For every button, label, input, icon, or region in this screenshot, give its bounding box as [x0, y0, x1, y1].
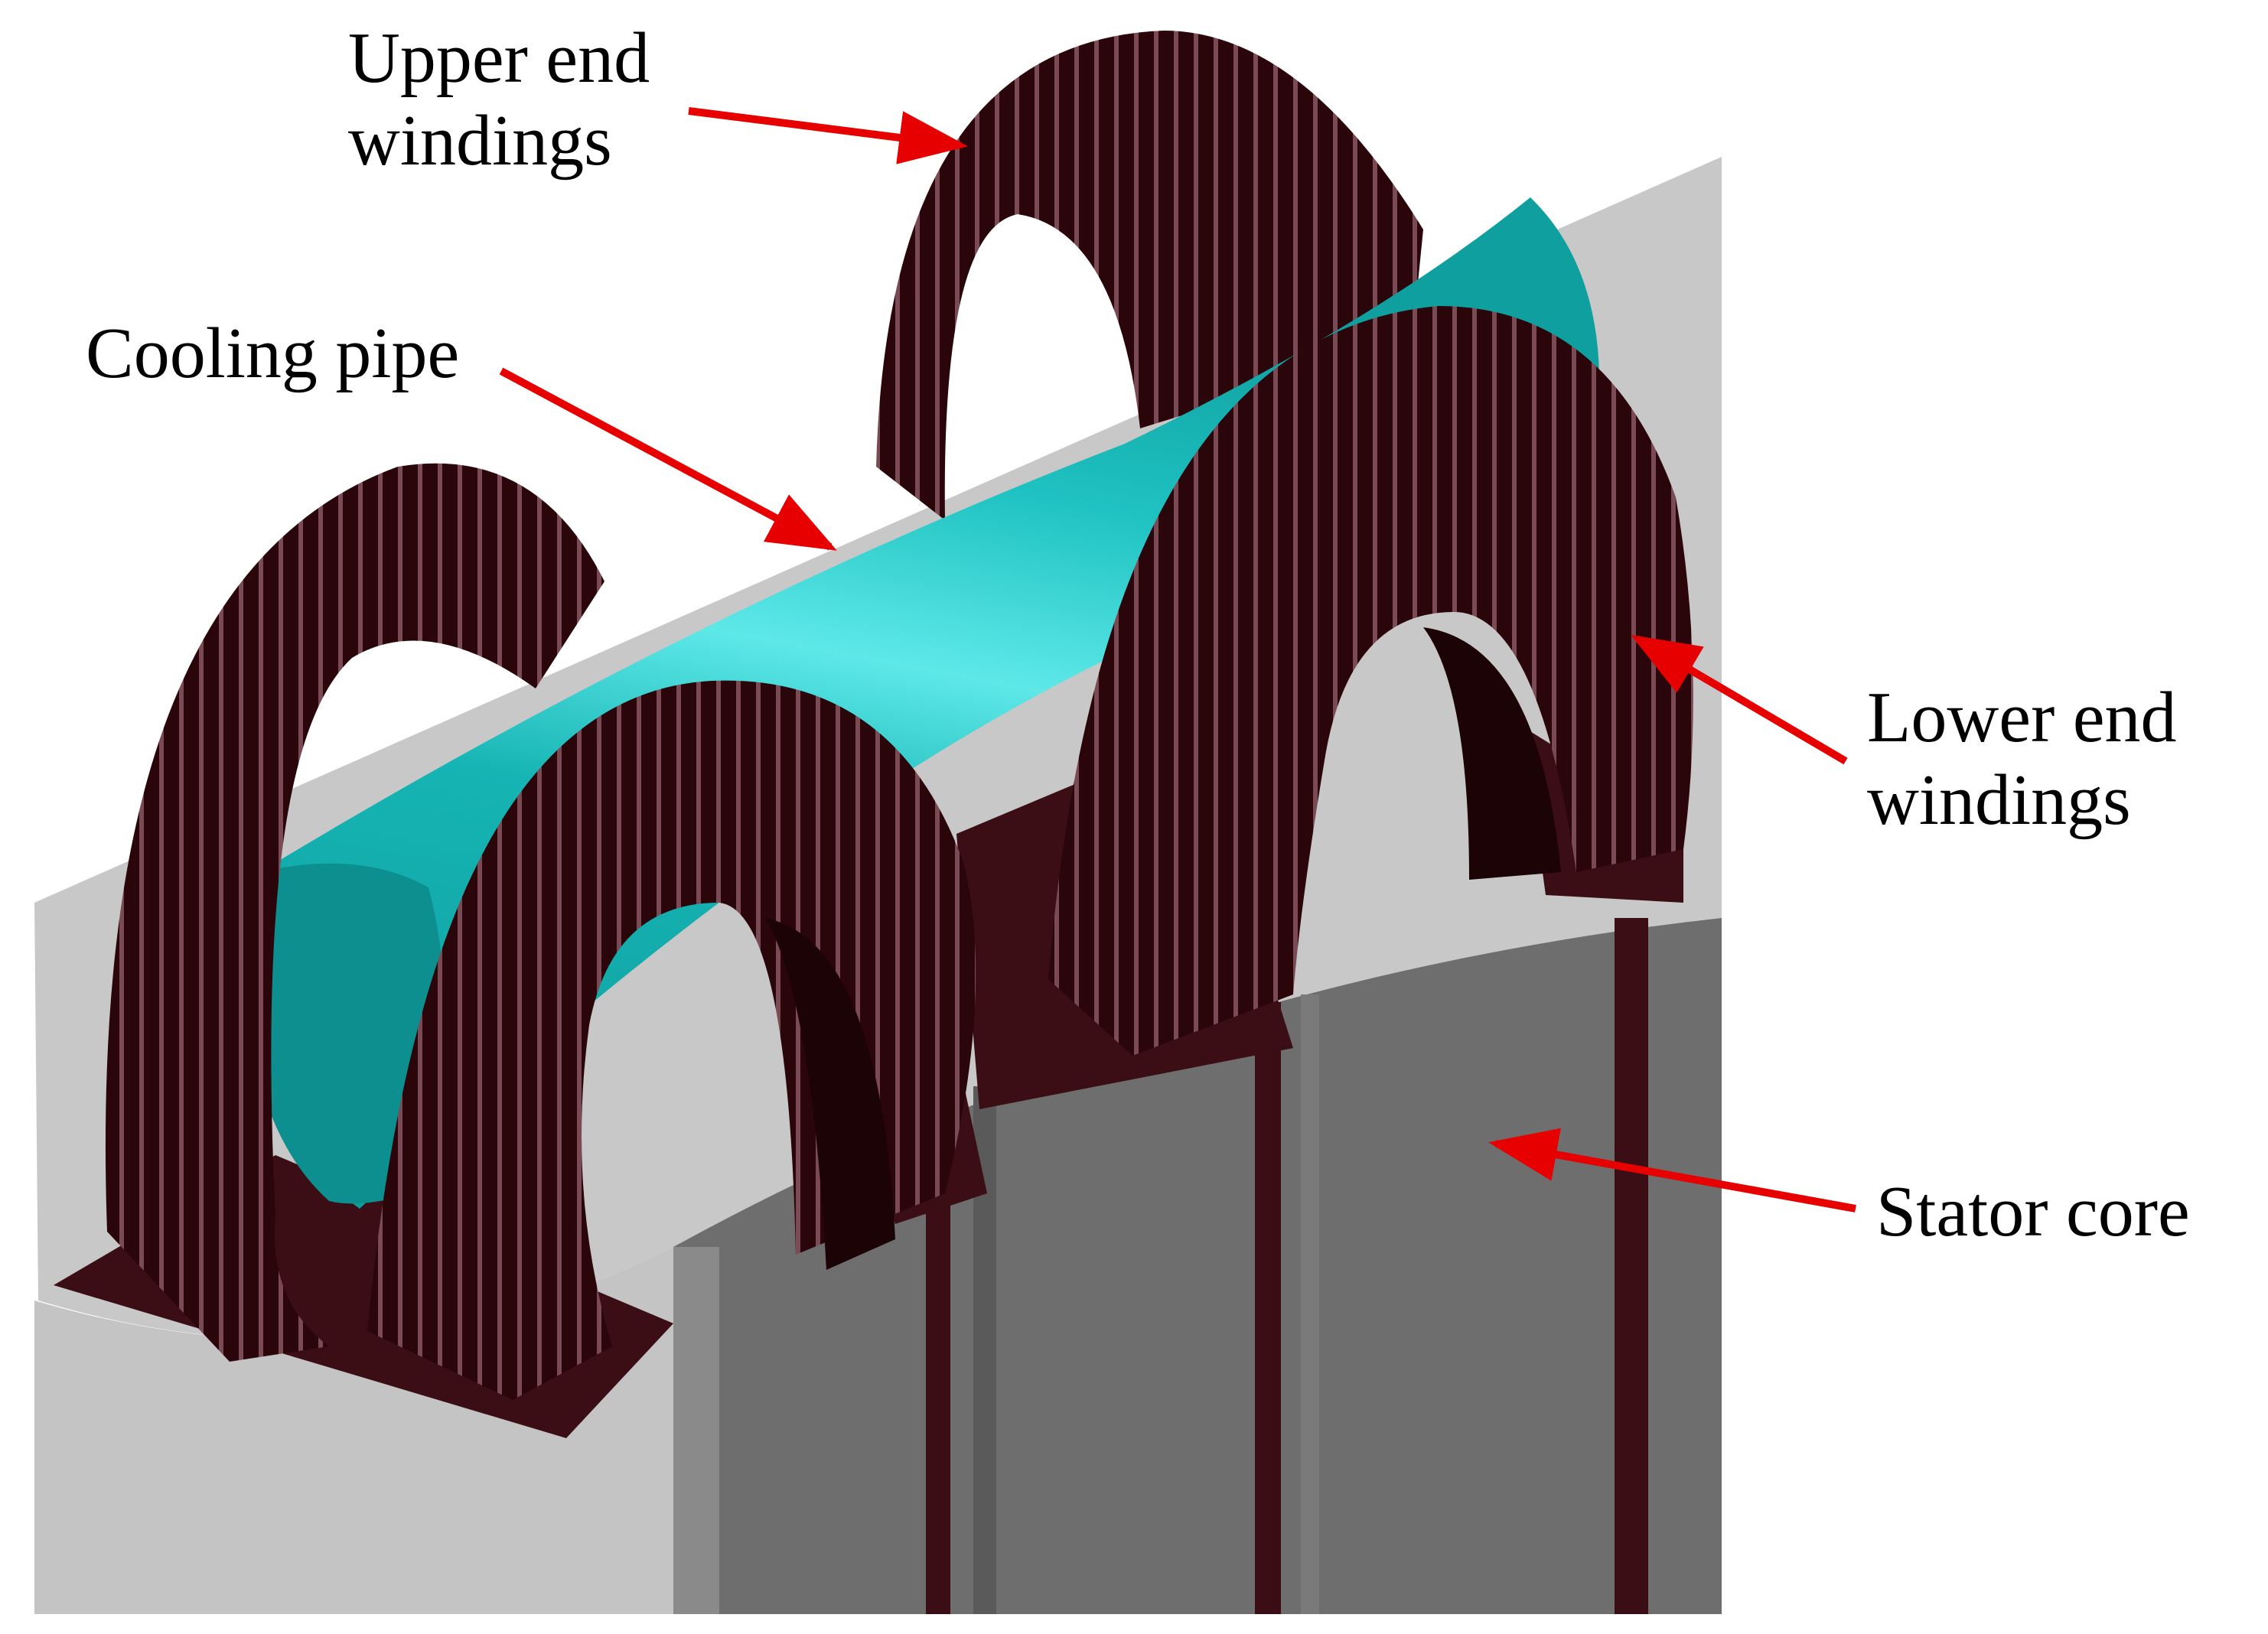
label-lower-end-windings-line2: windings [1867, 760, 2131, 840]
slot-liner [1615, 918, 1648, 1614]
label-upper-end-windings-line1: Upper end [348, 18, 650, 98]
label-lower-end-windings: Lower end windings [1867, 676, 2177, 841]
label-lower-end-windings-line1: Lower end [1867, 678, 2177, 757]
slot-liner [1255, 1002, 1281, 1614]
upper-end-winding [876, 31, 1423, 520]
left-end-winding [105, 463, 605, 1362]
label-stator-core: Stator core [1876, 1170, 2190, 1253]
front-left-end-winding [367, 680, 976, 1400]
label-upper-end-windings: Upper end windings [348, 17, 650, 182]
label-stator-core-text: Stator core [1876, 1172, 2190, 1252]
arrow-cooling-pipe [499, 367, 837, 551]
label-cooling-pipe-text: Cooling pipe [86, 314, 460, 393]
tooth-edge [673, 1247, 719, 1614]
annotation-arrows [499, 107, 1856, 1212]
label-upper-end-windings-line2: windings [348, 101, 612, 181]
lower-end-winding [1048, 306, 1693, 1056]
arrow-stator-core [1488, 1128, 1856, 1212]
tooth-edge [1301, 994, 1319, 1614]
arrow-lower-end-windings [1631, 634, 1848, 765]
label-cooling-pipe: Cooling pipe [86, 312, 459, 395]
cooling-pipe-end-cap [245, 863, 445, 1204]
arrow-upper-end-windings [688, 107, 968, 164]
